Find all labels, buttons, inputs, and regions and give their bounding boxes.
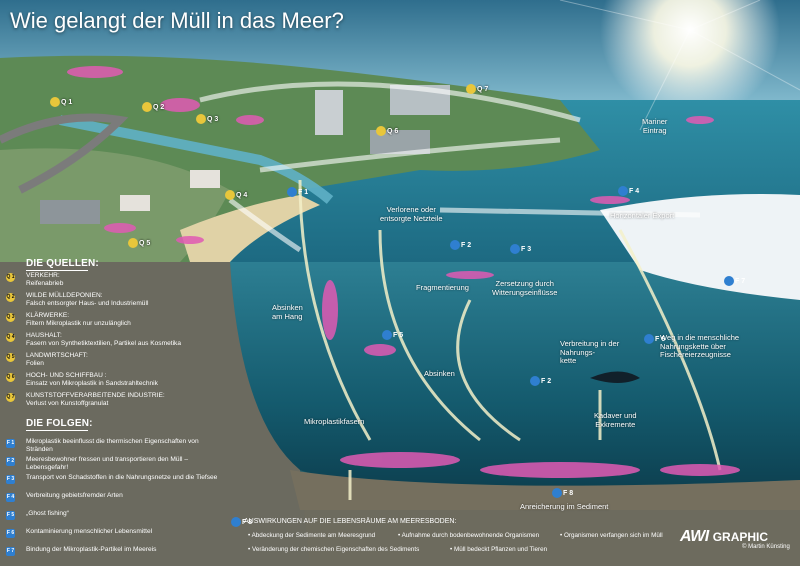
label-verlorene-netzteile: Verlorene oder entsorgte Netzteile [380,205,443,223]
auswirkungen-heading: AUSWIRKUNGEN AUF DIE LEBENSRÄUME AM MEER… [244,518,457,525]
label-anreicherung: Anreicherung im Sediment [520,502,609,511]
badge-q3: Q 3 [196,114,218,124]
label-absinken-hang: Absinken am Hang [272,303,303,321]
badge-q6: Q 6 [376,126,398,136]
logo-word: GRAPHIC [712,530,769,544]
folgen-heading: DIE FOLGEN: [26,418,93,429]
badge-f8: F 8 [231,517,252,527]
label-fragmentierung: Fragmentierung [416,283,469,292]
label-absinken: Absinken [424,369,455,378]
badge-q4: Q 4 [225,190,247,200]
folge-item: F 5„Ghost fishing“ [6,510,69,520]
label-mariner-eintrag: Mariner Eintrag [642,117,668,135]
label-mikroplastikfasern: Mikroplastikfasern [304,417,365,426]
label-verbreitung-nahrungskette: Verbreitung in der Nahrungs- kette [560,339,620,366]
label-weg-nahrungskette: Weg in die menschliche Nahrungskette übe… [660,333,740,360]
badge-q7: Q 7 [466,84,488,94]
auswirkung-item: • Veränderung der chemischen Eigenschaft… [248,546,420,553]
badge-f6-scene: F 6 [644,334,665,344]
quellen-heading: DIE QUELLEN: [26,258,99,269]
auswirkung-item: • Organismen verfangen sich im Müll [560,532,663,539]
auswirkung-item: • Müll bedeckt Pflanzen und Tieren [450,546,548,553]
badge-f5-scene: F 5 [382,330,403,340]
label-horizontaler-export: Horizontaler Export [610,211,675,220]
badge-f3: F 3 [510,244,531,254]
auswirkung-item: • Aufnahme durch bodenbewohnende Organis… [398,532,540,539]
badge-q2: Q 2 [142,102,164,112]
badge-q5: Q 5 [128,238,150,248]
label-kadaver: Kadaver und Exkremente [594,411,637,429]
auswirkung-item: • Abdeckung der Sedimente am Meeresgrund [248,532,376,539]
badge-q1: Q 1 [50,97,72,107]
badge-f2-deep: F 2 [530,376,551,386]
badge-f7-scene: F 7 [724,276,745,286]
badge-f2-surface: F 2 [450,240,471,250]
logo-mark: AWI [680,528,709,545]
logo-credit: © Martin Künsting [742,544,790,550]
label-zersetzung: Zersetzung durch Witterungseinflüsse [492,279,558,297]
badge-f8-scene: F 8 [552,488,573,498]
page-title: Wie gelangt der Müll in das Meer? [10,8,344,33]
badge-f4: F 4 [618,186,639,196]
badge-f1: F 1 [287,187,308,197]
